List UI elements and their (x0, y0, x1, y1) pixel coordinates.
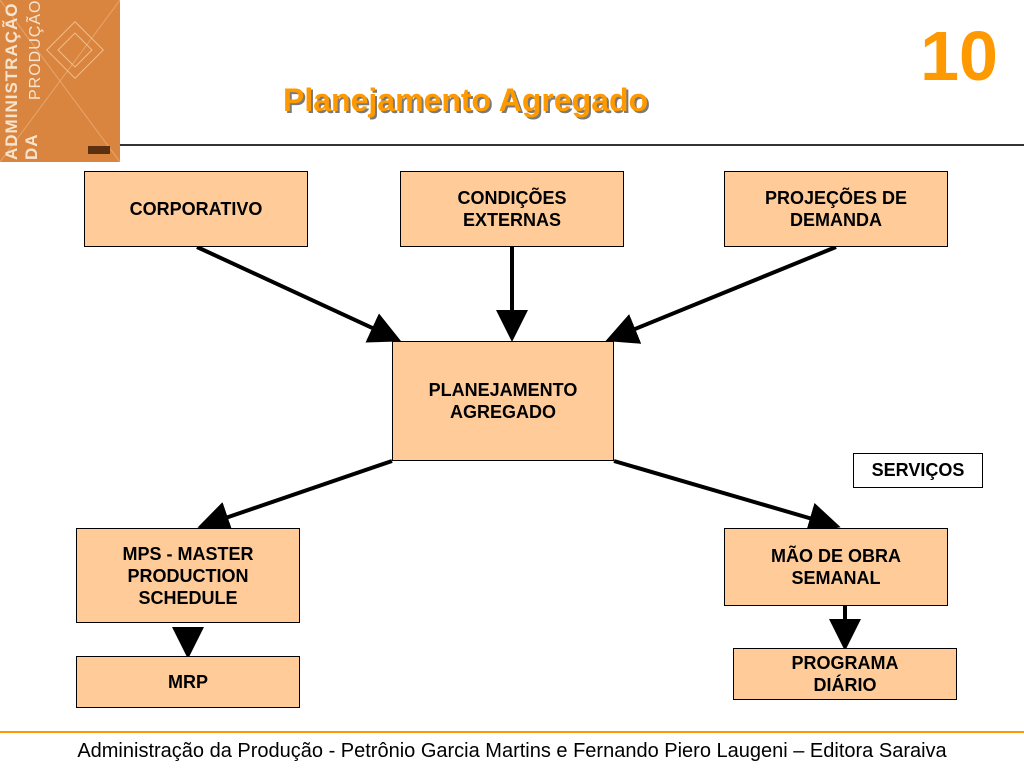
box-label: MRP (168, 672, 208, 692)
arrow-corporativo-to-planejamento (196, 245, 402, 343)
page-title: Planejamento Agregado (283, 82, 649, 118)
cover-pattern (0, 0, 120, 162)
arrow-projecoes-to-planejamento (605, 245, 837, 344)
box-label: DIÁRIO (813, 675, 877, 695)
box-label: PROJEÇÕES DE (764, 188, 908, 208)
box-mao-de-obra-semanal: MÃO DE OBRA SEMANAL (724, 528, 948, 606)
box-mrp: MRP (76, 656, 300, 708)
box-label: AGREGADO (449, 402, 556, 422)
box-label: PROGRAMA (791, 653, 899, 673)
box-label: SEMANAL (791, 568, 881, 588)
box-condicoes-externas: CONDIÇÕES EXTERNAS (400, 171, 624, 247)
box-label: MPS - MASTER (122, 543, 254, 564)
footer-citation: Administração da Produção - Petrônio Gar… (77, 740, 947, 762)
box-programa-diario: PROGRAMA DIÁRIO (733, 648, 957, 700)
title-divider (120, 144, 1024, 146)
box-projecoes-de-demanda: PROJEÇÕES DE DEMANDA (724, 171, 948, 247)
box-servicos: SERVIÇOS (853, 453, 983, 488)
box-planejamento-agregado: PLANEJAMENTO AGREGADO (392, 341, 614, 461)
box-label: MÃO DE OBRA (771, 546, 901, 566)
arrow-planejamento-to-mao (613, 459, 841, 534)
box-label: CONDIÇÕES (457, 188, 567, 208)
box-label: DEMANDA (790, 210, 882, 230)
book-cover-logo: ADMINISTRAÇÃO DA PRODUÇÃO (0, 0, 120, 162)
box-label: PRODUCTION (127, 565, 249, 586)
footer-divider (0, 731, 1024, 733)
box-corporativo: CORPORATIVO (84, 171, 308, 247)
box-label: SCHEDULE (138, 587, 238, 608)
box-label: EXTERNAS (462, 210, 561, 230)
box-label: SERVIÇOS (871, 460, 965, 480)
box-label: PLANEJAMENTO (428, 380, 578, 400)
arrow-planejamento-to-mps (197, 459, 393, 533)
box-mps: MPS - MASTER PRODUCTION SCHEDULE (76, 528, 300, 623)
box-label: CORPORATIVO (129, 199, 263, 219)
chapter-number: 10 (920, 17, 998, 95)
